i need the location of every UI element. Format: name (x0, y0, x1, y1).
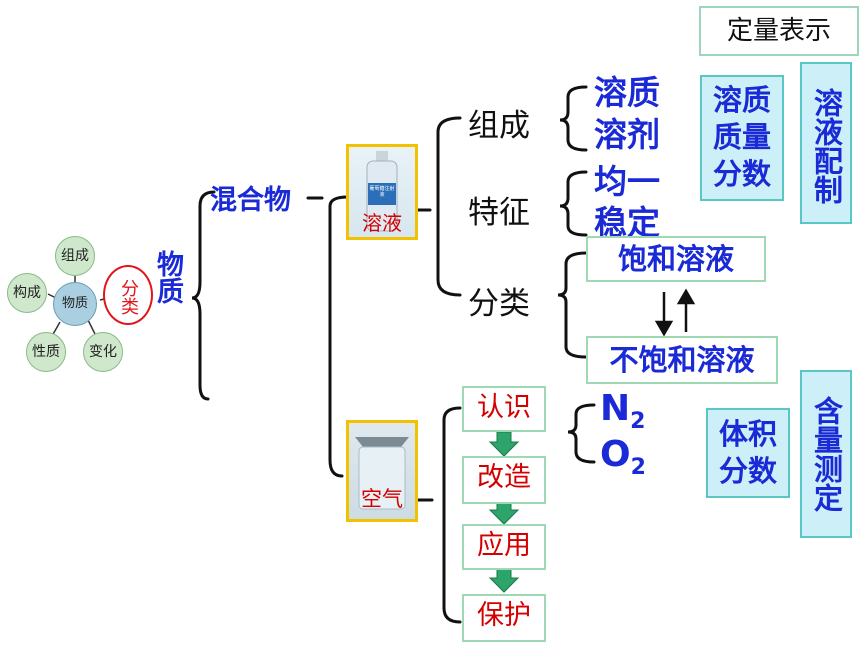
air-photo: 空气 (346, 420, 418, 522)
air-step-apply: 应用 (462, 524, 546, 570)
volume-fraction-box: 体积分数 (706, 408, 790, 498)
classification-brace (557, 251, 588, 359)
mixture-brace (328, 195, 350, 478)
classification-label: 分类 (468, 286, 530, 322)
nitrogen-subscript: 2 (630, 409, 646, 434)
solvent-label: 溶剂 (594, 115, 660, 154)
air-photo-label: 空气 (361, 487, 403, 511)
oxygen-symbol: O (600, 434, 631, 475)
mind-map-node-property: 性质 (26, 332, 66, 372)
mind-map-center: 物质 (53, 282, 97, 326)
saturated-solution-box: 饱和溶液 (586, 236, 766, 282)
matter-label: 物质 (152, 250, 183, 304)
feature-brace (559, 170, 588, 237)
solution-photo-label: 溶液 (362, 211, 402, 235)
nitrogen-symbol: N (600, 388, 631, 429)
gas-brace (567, 403, 596, 464)
content-measure-box: 含量测定 (800, 370, 852, 538)
mind-map-node-structure: 构成 (7, 273, 47, 313)
bottle-text: 葡萄糖注射液 (369, 186, 395, 198)
solute-label: 溶质 (594, 73, 660, 112)
solution-prep-box: 溶液配制 (800, 62, 852, 224)
oxygen-subscript: 2 (630, 455, 646, 480)
unsaturated-solution-box: 不饱和溶液 (586, 336, 778, 384)
air-step-protect: 保护 (462, 594, 546, 642)
uniform-label: 均一 (594, 162, 660, 201)
air-brace (442, 406, 462, 624)
mind-map-highlight: 分类 (103, 265, 153, 325)
solution-photo: 葡萄糖注射液 溶液 (346, 144, 418, 240)
air-step-transform: 改造 (462, 456, 546, 504)
composition-label: 组成 (468, 108, 530, 144)
solution-brace (436, 116, 462, 297)
stable-label: 稳定 (594, 203, 660, 242)
feature-label: 特征 (468, 195, 530, 231)
mind-map-node-change: 变化 (83, 332, 123, 372)
mind-map-node-composition: 组成 (55, 236, 95, 276)
quantitative-label: 定量表示 (699, 6, 859, 56)
nitrogen-formula: N2 (600, 388, 645, 434)
mixture-label: 混合物 (210, 185, 291, 216)
mass-fraction-box: 溶质质量分数 (700, 75, 784, 201)
conversion-arrows (654, 288, 696, 337)
matter-brace (191, 190, 216, 401)
jar-icon (355, 437, 409, 510)
oxygen-formula: O2 (600, 434, 646, 480)
bottle-icon (366, 151, 398, 232)
composition-brace (559, 85, 588, 152)
air-step-recognize: 认识 (462, 386, 546, 432)
